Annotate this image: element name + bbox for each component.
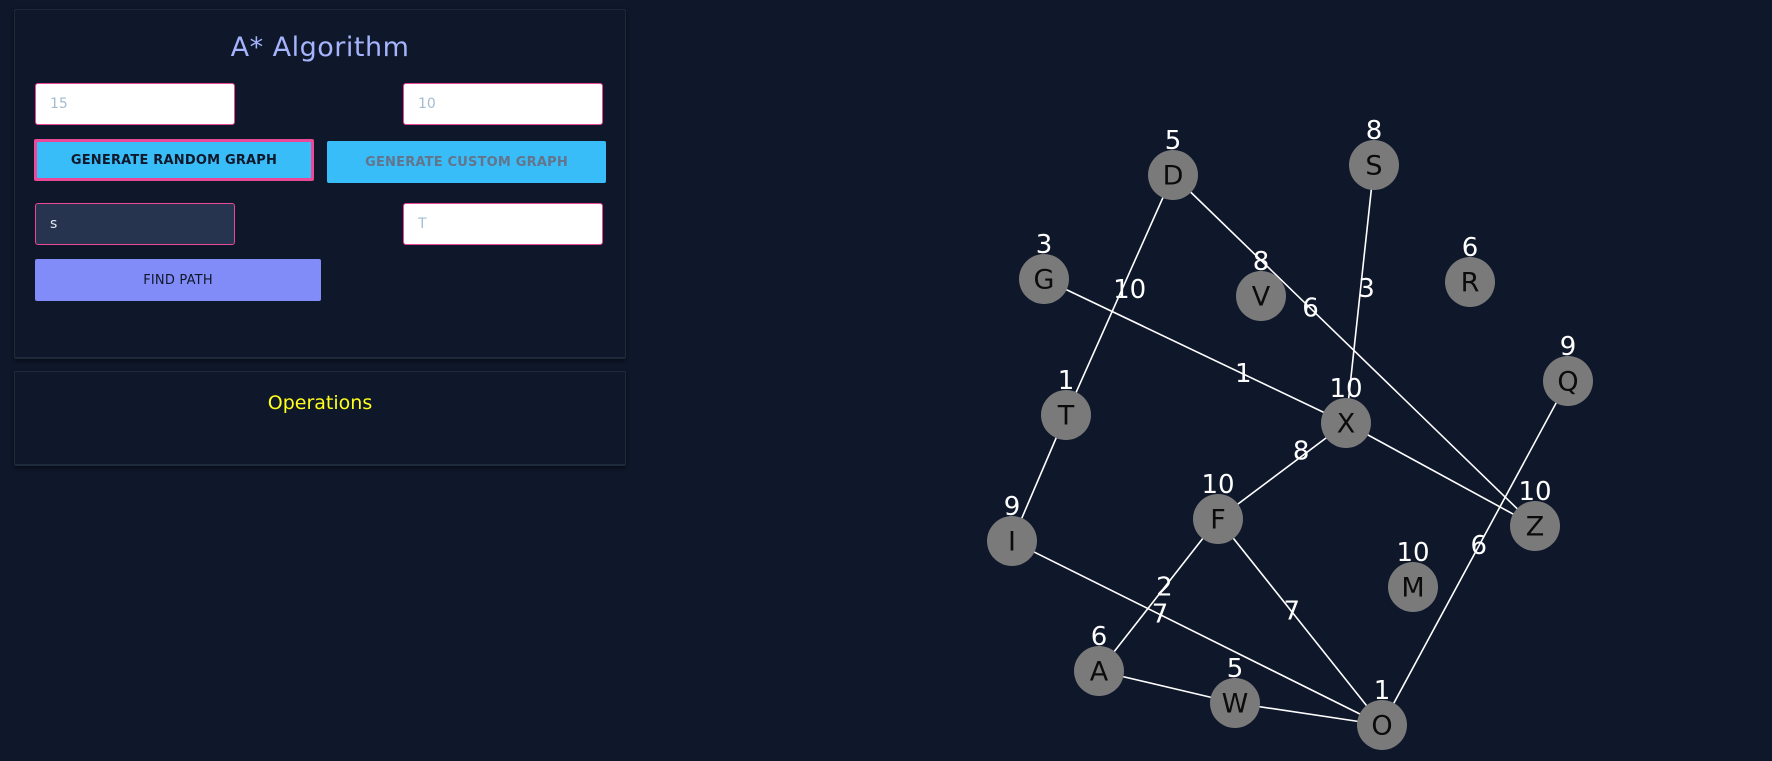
edge-f-o: [1217, 518, 1383, 726]
graph-node-v[interactable]: V: [1236, 271, 1286, 321]
node-heuristic-label: 1: [1058, 366, 1075, 396]
node-circle: [1236, 271, 1286, 321]
graph-node-w[interactable]: W: [1210, 678, 1260, 728]
edge-weight-label: 3: [1358, 274, 1375, 304]
node-label: Z: [1526, 512, 1545, 543]
node-label: V: [1252, 282, 1271, 313]
node-heuristic-label: 9: [1004, 492, 1021, 522]
graph-node-g[interactable]: G: [1019, 254, 1069, 304]
node-label: X: [1337, 409, 1356, 440]
node-label: M: [1401, 573, 1424, 604]
node-heuristic-label: 10: [1201, 470, 1234, 500]
graph-node-r[interactable]: R: [1445, 257, 1495, 307]
node-circle: [1041, 390, 1091, 440]
node-heuristic-label: 6: [1462, 233, 1479, 263]
node-heuristic-label: 6: [1091, 622, 1108, 652]
node-heuristic-label: 8: [1366, 116, 1383, 146]
node-heuristic-label: 10: [1329, 374, 1362, 404]
node-circle: [1357, 700, 1407, 750]
node-circle: [1349, 140, 1399, 190]
node-label: F: [1210, 505, 1226, 536]
node-heuristic-label: 5: [1227, 654, 1244, 684]
edge-weight-label: 8: [1293, 437, 1310, 467]
edge-weight-label: 10: [1113, 275, 1146, 305]
edges-count-input[interactable]: [403, 83, 603, 125]
node-circle: [1210, 678, 1260, 728]
node-circle: [1148, 150, 1198, 200]
node-circle: [987, 516, 1037, 566]
node-label: I: [1008, 527, 1016, 558]
edge-weight-label: 7: [1152, 600, 1169, 630]
edge-weight-label: 1: [1235, 359, 1252, 389]
target-node-input[interactable]: [403, 203, 603, 245]
node-label: T: [1057, 401, 1075, 432]
operations-title: Operations: [267, 392, 373, 414]
graph-node-i[interactable]: I: [987, 516, 1037, 566]
node-label: G: [1034, 265, 1055, 296]
graph-node-a[interactable]: A: [1074, 646, 1124, 696]
node-circle: [1321, 398, 1371, 448]
graph-node-z[interactable]: Z: [1510, 501, 1560, 551]
generate-random-graph-button[interactable]: GENERATE RANDOM GRAPH: [34, 139, 314, 181]
edge-q-o: [1381, 380, 1569, 726]
node-heuristic-label: 5: [1165, 126, 1182, 156]
graph-node-o[interactable]: O: [1357, 700, 1407, 750]
node-circle: [1445, 257, 1495, 307]
node-heuristic-label: 10: [1518, 477, 1551, 507]
node-circle: [1193, 494, 1243, 544]
node-circle: [1019, 254, 1069, 304]
node-label: Q: [1557, 367, 1578, 398]
node-heuristic-label: 9: [1560, 332, 1577, 362]
node-label: S: [1365, 151, 1382, 182]
node-label: O: [1371, 711, 1392, 742]
graph-node-x[interactable]: X: [1321, 398, 1371, 448]
edge-g-x: [1043, 278, 1347, 424]
node-circle: [1543, 356, 1593, 406]
edge-s-x: [1345, 164, 1375, 424]
find-path-button[interactable]: FIND PATH: [35, 259, 321, 301]
node-label: D: [1163, 161, 1184, 192]
edge-d-t: [1065, 174, 1174, 416]
node-heuristic-label: 8: [1253, 247, 1270, 277]
node-label: W: [1222, 689, 1249, 720]
graph-node-d[interactable]: D: [1148, 150, 1198, 200]
edge-weight-label: 6: [1470, 531, 1487, 561]
node-label: A: [1090, 657, 1109, 688]
node-circle: [1074, 646, 1124, 696]
node-heuristic-label: 3: [1036, 230, 1053, 260]
node-heuristic-label: 10: [1396, 538, 1429, 568]
controls-panel: A* Algorithm GENERATE RANDOM GRAPH GENER…: [14, 9, 626, 359]
graph-node-s[interactable]: S: [1349, 140, 1399, 190]
edge-weight-label: 2: [1156, 572, 1173, 602]
operations-panel: Operations: [14, 371, 626, 466]
graph-node-m[interactable]: M: [1388, 562, 1438, 612]
edge-weight-label: 7: [1284, 597, 1301, 627]
edge-x-z: [1345, 422, 1536, 527]
graph-node-f[interactable]: F: [1193, 494, 1243, 544]
graph-node-t[interactable]: T: [1041, 390, 1091, 440]
node-label: R: [1461, 268, 1480, 299]
edge-weight-label: 6: [1302, 293, 1319, 323]
node-heuristic-label: 1: [1374, 676, 1391, 706]
nodes-count-input[interactable]: [35, 83, 235, 125]
edge-f-a: [1098, 518, 1219, 672]
edge-x-f: [1217, 422, 1347, 520]
graph-node-q[interactable]: Q: [1543, 356, 1593, 406]
generate-custom-graph-button[interactable]: GENERATE CUSTOM GRAPH: [327, 141, 606, 183]
app-title: A* Algorithm: [230, 32, 410, 63]
edge-i-o: [1011, 540, 1383, 726]
node-circle: [1510, 501, 1560, 551]
source-node-input[interactable]: [35, 203, 235, 245]
node-circle: [1388, 562, 1438, 612]
